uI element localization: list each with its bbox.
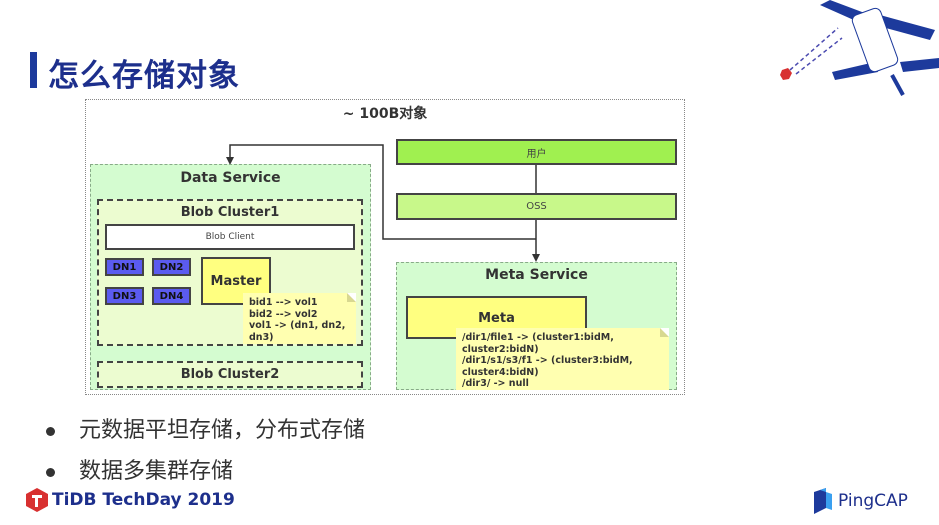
- dn2-box: DN2: [152, 258, 191, 276]
- user-box: 用户: [396, 139, 677, 165]
- blob-client-box: Blob Client: [105, 224, 355, 250]
- bullet-text: 数据多集群存储: [79, 459, 234, 484]
- tidb-logo-icon: [26, 488, 48, 512]
- satellite-icon: [780, 0, 939, 96]
- page-title: 怎么存储对象: [48, 58, 240, 94]
- title-accent-bar: [30, 52, 37, 88]
- bullet-dot-icon: [46, 467, 55, 477]
- footer-company: PingCAP: [838, 491, 908, 511]
- master-note-text: bid1 --> vol1 bid2 --> vol2 vol1 -> (dn1…: [249, 297, 346, 343]
- footer-event-name: TiDB TechDay 2019: [52, 490, 235, 510]
- meta-note: /dir1/file1 -> (cluster1:bidM, cluster2:…: [456, 328, 669, 390]
- diagram-frame: [85, 99, 685, 395]
- blob-cluster2-title: Blob Cluster2: [180, 367, 280, 382]
- dn1-box: DN1: [105, 258, 144, 276]
- meta-service-title: Meta Service: [485, 267, 588, 283]
- pingcap-logo-icon: [814, 488, 832, 514]
- oss-box: OSS: [396, 193, 677, 220]
- meta-note-text: /dir1/file1 -> (cluster1:bidM, cluster2:…: [462, 332, 633, 389]
- diagram-title: ~ 100B对象: [342, 106, 428, 122]
- bullet-item: 数据多集群存储: [46, 453, 233, 485]
- blob-cluster1-title: Blob Cluster1: [180, 205, 280, 220]
- footer-left: TiDB TechDay 2019: [26, 488, 235, 512]
- arrow-to-meta-icon: [532, 254, 540, 262]
- dn4-box: DN4: [152, 287, 191, 305]
- master-note: bid1 --> vol1 bid2 --> vol2 vol1 -> (dn1…: [243, 293, 356, 344]
- bullet-text: 元数据平坦存储，分布式存储: [79, 418, 366, 443]
- data-service-title: Data Service: [180, 170, 281, 186]
- bullet-dot-icon: [46, 426, 55, 436]
- arrow-to-data-icon: [226, 157, 234, 165]
- footer-right: PingCAP: [812, 488, 908, 514]
- dn3-box: DN3: [105, 287, 144, 305]
- blob-cluster2: Blob Cluster2: [97, 361, 363, 388]
- bullet-item: 元数据平坦存储，分布式存储: [46, 412, 365, 444]
